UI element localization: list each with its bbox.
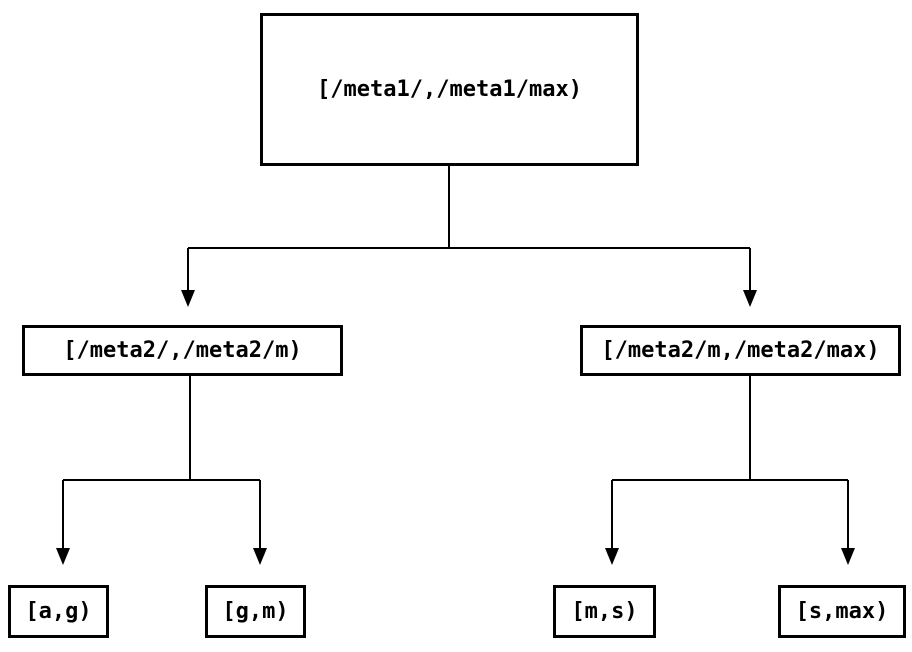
node-leaf-ag-label: [a,g) <box>25 599 92 624</box>
node-mid-right: [/meta2/m,/meta2/max) <box>580 325 901 376</box>
node-root: [/meta1/,/meta1/max) <box>260 13 639 166</box>
node-root-label: [/meta1/,/meta1/max) <box>317 77 582 102</box>
node-leaf-smax: [s,max) <box>778 585 906 638</box>
arrowhead-icon <box>743 290 757 307</box>
arrowhead-icon <box>56 548 70 565</box>
node-leaf-gm: [g,m) <box>205 585 306 638</box>
node-leaf-ms-label: [m,s) <box>571 599 638 624</box>
node-mid-right-label: [/meta2/m,/meta2/max) <box>601 338 880 363</box>
node-leaf-gm-label: [g,m) <box>222 599 289 624</box>
arrowhead-icon <box>253 548 267 565</box>
node-leaf-smax-label: [s,max) <box>795 599 889 624</box>
arrowhead-icon <box>605 548 619 565</box>
arrowhead-icon <box>181 290 195 307</box>
node-mid-left-label: [/meta2/,/meta2/m) <box>63 338 302 363</box>
node-mid-left: [/meta2/,/meta2/m) <box>22 325 343 376</box>
node-leaf-ag: [a,g) <box>8 585 109 638</box>
arrowhead-icon <box>841 548 855 565</box>
node-leaf-ms: [m,s) <box>553 585 656 638</box>
